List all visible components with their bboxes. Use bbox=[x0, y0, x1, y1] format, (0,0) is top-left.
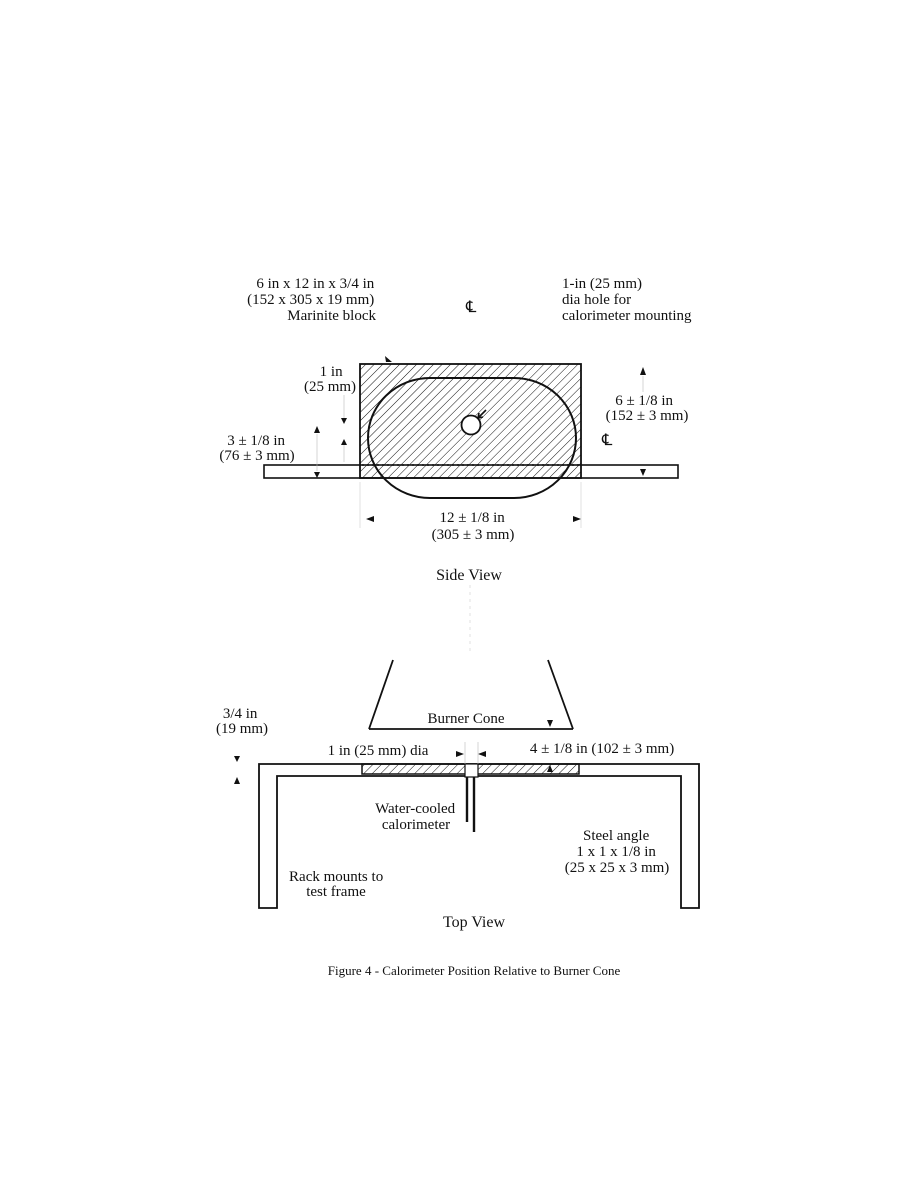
block-label: 6 in x 12 in x 3/4 in (152 x 305 x 19 mm… bbox=[247, 276, 378, 324]
dim-height-arrow-up bbox=[640, 367, 646, 375]
top-view: Burner Cone 3/4 in (19 mm) 1 in (25 mm) … bbox=[216, 659, 700, 931]
side-view: 6 in x 12 in x 3/4 in (152 x 305 x 19 mm… bbox=[219, 276, 692, 655]
dim-thickness-arrow-down bbox=[234, 756, 240, 762]
burner-cone-right bbox=[547, 659, 574, 730]
dim-width-arrow-right bbox=[573, 516, 581, 522]
dim-top-arrow-up bbox=[341, 439, 347, 445]
dim-height-arrow-down bbox=[640, 469, 646, 476]
hole-label: 1-in (25 mm) dia hole for calorimeter mo… bbox=[562, 276, 692, 324]
dim-top-offset: 1 in (25 mm) bbox=[304, 364, 356, 395]
burner-cone-left bbox=[368, 659, 394, 730]
calorimeter-hole bbox=[460, 414, 482, 436]
figure-caption: Figure 4 - Calorimeter Position Relative… bbox=[328, 963, 621, 978]
dim-rack-arrow-up bbox=[314, 426, 320, 433]
hole-dia-arrow-right bbox=[456, 751, 464, 757]
dim-top-arrow-down bbox=[341, 418, 347, 424]
block-hole bbox=[464, 763, 479, 778]
dim-rack-arrow-down bbox=[314, 472, 320, 478]
steel-angle-label: Steel angle 1 x 1 x 1/8 in (25 x 25 x 3 … bbox=[565, 828, 670, 876]
dim-thickness-arrow-up bbox=[234, 777, 240, 784]
hole-leader-arrow bbox=[477, 409, 487, 419]
dim-width: 12 ± 1/8 in (305 ± 3 mm) bbox=[432, 510, 515, 543]
dim-width-arrow-left bbox=[366, 516, 374, 522]
cone-dim-arrow-down bbox=[547, 720, 553, 727]
centerline-symbol-side: ℄ bbox=[601, 432, 613, 449]
top-view-title: Top View bbox=[443, 914, 506, 931]
burner-label: Burner Cone bbox=[427, 711, 504, 727]
dim-height: 6 ± 1/8 in (152 ± 3 mm) bbox=[606, 393, 689, 424]
marinite-block bbox=[359, 363, 582, 479]
block-leader-arrow bbox=[385, 356, 392, 362]
steel-angle-rack bbox=[258, 763, 700, 909]
burner-footprint bbox=[367, 377, 577, 499]
cone-dim-arrow-up bbox=[547, 765, 553, 772]
hole-dia-label: 1 in (25 mm) dia bbox=[328, 743, 429, 759]
calorimeter-label: Water-cooled calorimeter bbox=[375, 801, 459, 833]
hole-dia-arrow-left bbox=[478, 751, 486, 757]
side-view-title: Side View bbox=[436, 567, 502, 584]
rack-label: Rack mounts to test frame bbox=[289, 869, 387, 900]
dim-thickness: 3/4 in (19 mm) bbox=[216, 706, 268, 737]
dim-rack-offset: 3 ± 1/8 in (76 ± 3 mm) bbox=[219, 433, 294, 464]
cone-distance-label: 4 ± 1/8 in (102 ± 3 mm) bbox=[530, 741, 674, 757]
centerline-symbol-top: ℄ bbox=[465, 299, 477, 316]
